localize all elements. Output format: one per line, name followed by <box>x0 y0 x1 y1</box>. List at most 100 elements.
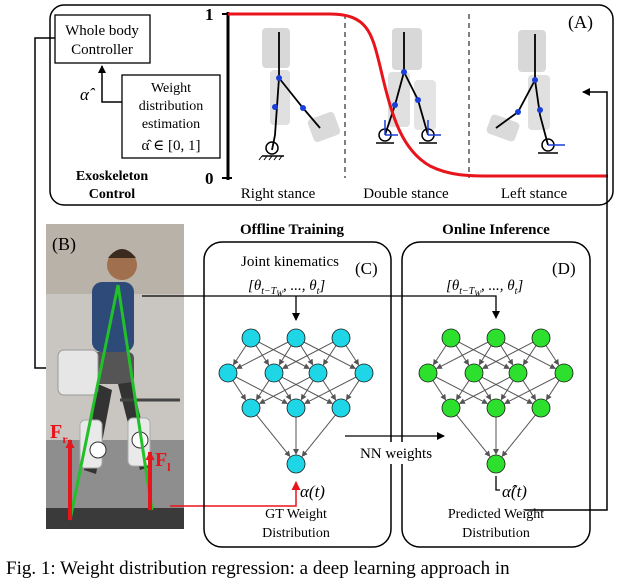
panel-d-title: Online Inference <box>442 222 550 238</box>
nn-edge <box>300 380 314 401</box>
panel-c-box <box>203 241 392 548</box>
phase-label-double: Double stance <box>363 186 449 202</box>
nn-edge <box>481 341 534 369</box>
nn-edge <box>300 345 314 366</box>
nn-edge <box>345 380 360 401</box>
nn-node <box>354 363 374 383</box>
phase-label-right: Right stance <box>241 186 316 202</box>
nn-node <box>264 363 284 383</box>
nn-edge <box>255 380 270 401</box>
force-label-l: Fl <box>155 449 171 474</box>
nn-output-node <box>486 454 506 474</box>
nn-edge <box>458 341 511 369</box>
nn-node <box>441 328 461 348</box>
nn-edge <box>345 345 360 366</box>
nn-weights-label-bg <box>352 442 438 464</box>
nn-edge <box>501 414 536 457</box>
nn-node <box>331 328 351 348</box>
panel-c-input-line2: [θt−TW, ..., θt] <box>248 278 325 298</box>
phase-label-left: Left stance <box>501 186 568 202</box>
weight-distribution-curve <box>228 12 608 178</box>
nn-edge <box>256 414 291 457</box>
nn-edge <box>500 380 514 401</box>
nn-node <box>441 398 461 418</box>
panel-d-box <box>401 241 591 548</box>
panel-a-box <box>49 4 614 206</box>
nn-edge <box>522 380 537 401</box>
panel-c-output: α(t) <box>300 482 325 501</box>
wde-line3: estimation <box>142 117 200 132</box>
nn-node <box>286 398 306 418</box>
nn-edge <box>232 345 247 366</box>
inference-to-wde-arrow <box>525 88 608 511</box>
stance-figure-left <box>486 30 565 154</box>
nn-edge <box>258 341 311 369</box>
nn-node <box>508 363 528 383</box>
nn-edge <box>436 341 489 369</box>
panel-c-label: (C) <box>355 259 378 278</box>
nn-edge <box>500 345 514 366</box>
nn-edge <box>456 414 491 457</box>
panel-a-label: (A) <box>568 12 593 33</box>
nn-edge <box>522 345 537 366</box>
panel-d-output-bracket <box>495 476 500 491</box>
nn-edge <box>545 345 560 366</box>
nn-node <box>531 328 551 348</box>
alpha-feedback-arrow <box>98 65 122 103</box>
nn-node <box>554 363 574 383</box>
nn-edge <box>432 380 447 401</box>
nn-edge <box>322 345 337 366</box>
panel-d-network <box>418 328 574 474</box>
nn-node <box>531 398 551 418</box>
nn-node <box>308 363 328 383</box>
wde-line2: distribution <box>139 99 204 114</box>
alpha-hat-label: α̂ <box>80 85 96 104</box>
controller-line2: Controller <box>71 42 133 58</box>
wde-line1: Weight <box>151 81 191 96</box>
stance-figure-right <box>258 28 341 161</box>
panel-c-bottom-line1: GT Weight <box>265 507 327 522</box>
nn-edge <box>281 341 334 369</box>
kinematics-arrow <box>142 295 500 319</box>
panel-d-input-line2: [θt−TW, ..., θt] <box>446 278 523 298</box>
figure-canvas: (A) Whole body Controller α̂ Weight dist… <box>34 4 614 548</box>
nn-edge <box>258 376 311 404</box>
panel-d-output: α̂(t) <box>502 482 527 501</box>
nn-edge <box>458 376 511 404</box>
exo-line1: Exoskeleton <box>76 169 149 184</box>
nn-node <box>286 328 306 348</box>
nn-edge <box>545 380 560 401</box>
panel-c-bottom-line2: Distribution <box>262 526 330 541</box>
wde-line4: α̂ ∈ [0, 1] <box>142 138 201 154</box>
panel-c-network <box>218 328 374 474</box>
nn-edge <box>232 380 247 401</box>
panel-c-title: Offline Training <box>240 222 345 238</box>
gt-label-arrow <box>170 481 301 507</box>
panel-c-input-line1: Joint kinematics <box>241 254 339 270</box>
nn-node <box>418 363 438 383</box>
nn-edge <box>235 376 288 404</box>
nn-edge <box>432 345 447 366</box>
walking-photo <box>46 224 184 529</box>
wde-box <box>121 74 221 159</box>
nn-node <box>218 363 238 383</box>
nn-edge <box>301 414 336 457</box>
nn-edge <box>455 380 470 401</box>
plot-y-top-label: 1 <box>205 5 214 24</box>
nn-node <box>486 398 506 418</box>
panel-d-label: (D) <box>552 259 576 278</box>
nn-weights-label: NN weights <box>360 446 432 462</box>
nn-edge <box>478 345 492 366</box>
nn-node <box>241 398 261 418</box>
nn-edge <box>236 341 289 369</box>
nn-node <box>241 328 261 348</box>
panel-b-label: (B) <box>52 234 76 255</box>
nn-node <box>486 328 506 348</box>
panel-d-bottom-line1: Predicted Weight <box>448 507 544 522</box>
nn-edge <box>304 376 357 404</box>
nn-edge <box>504 376 557 404</box>
panel-d-bottom-line2: Distribution <box>462 526 530 541</box>
nn-edge <box>278 345 292 366</box>
nn-node <box>331 398 351 418</box>
nn-output-node <box>286 454 306 474</box>
